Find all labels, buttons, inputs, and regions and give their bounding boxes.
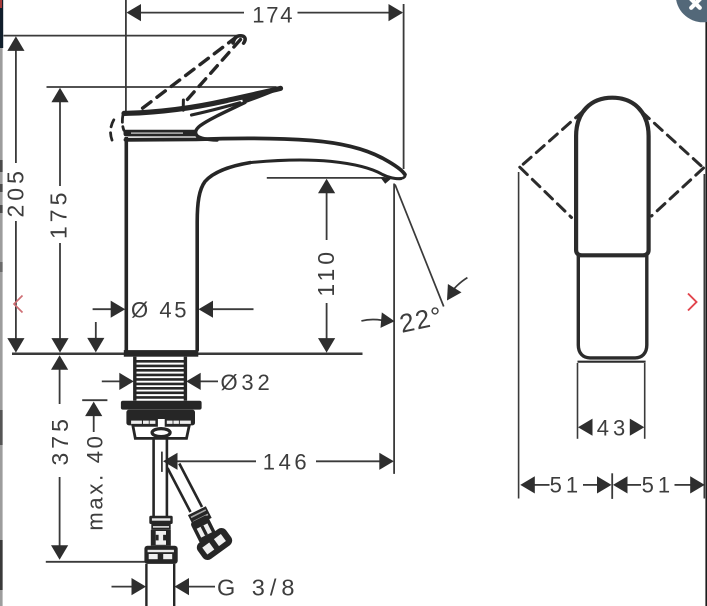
- svg-text:43: 43: [597, 415, 629, 440]
- svg-text:51: 51: [550, 473, 582, 498]
- svg-text:max. 40: max. 40: [83, 433, 108, 530]
- svg-text:51: 51: [642, 473, 674, 498]
- svg-text:146: 146: [263, 450, 311, 475]
- svg-text:110: 110: [313, 248, 339, 297]
- svg-text:Ø 45: Ø 45: [131, 298, 189, 323]
- svg-text:G 3/8: G 3/8: [217, 574, 299, 600]
- svg-text:Ø32: Ø32: [221, 370, 274, 395]
- svg-text:174: 174: [252, 3, 294, 28]
- svg-text:205: 205: [2, 167, 28, 217]
- svg-text:22°: 22°: [397, 300, 446, 338]
- svg-text:375: 375: [47, 415, 73, 465]
- svg-text:175: 175: [45, 189, 71, 239]
